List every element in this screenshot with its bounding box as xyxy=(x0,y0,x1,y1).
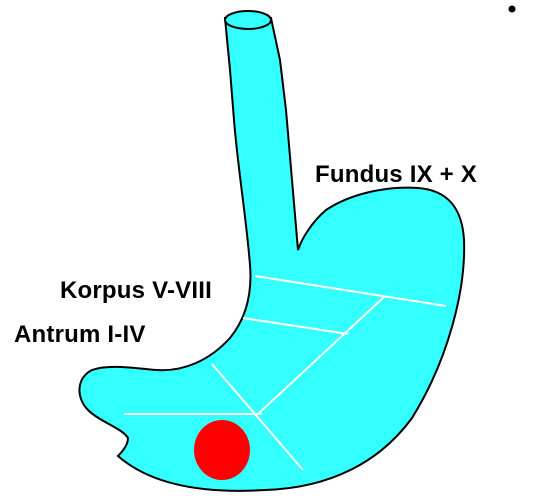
esophagus-opening xyxy=(225,11,271,29)
label-korpus: Korpus V-VIII xyxy=(60,277,212,304)
corner-dot xyxy=(509,6,516,13)
label-antrum: Antrum I-IV xyxy=(14,321,146,348)
label-fundus: Fundus IX + X xyxy=(315,161,477,188)
lesion-marker xyxy=(194,420,250,480)
stomach-body xyxy=(79,18,464,491)
